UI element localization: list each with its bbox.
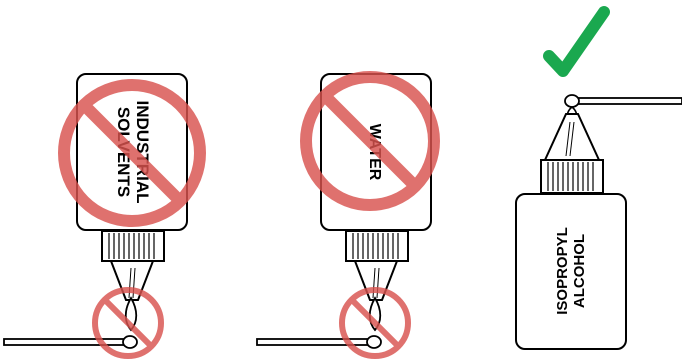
bottle-water: WATER <box>257 74 434 356</box>
fiber-ferrule <box>257 336 381 348</box>
bottle-cap <box>102 231 164 261</box>
bottle-cap <box>541 160 603 193</box>
bottle-industrial-solvents: INDUSTRIAL SOLVENTS <box>4 74 200 356</box>
fiber-ferrule <box>4 336 137 348</box>
checkmark-icon <box>549 12 604 71</box>
bottle-isopropyl-alcohol: ISOPROPYL ALCOHOL <box>516 12 682 349</box>
bottle-cap <box>346 231 408 261</box>
bottle-label-line-2: ALCOHOL <box>571 234 588 308</box>
fiber-ferrule <box>565 95 682 107</box>
bottle-label-line-1: ISOPROPYL <box>554 227 571 315</box>
